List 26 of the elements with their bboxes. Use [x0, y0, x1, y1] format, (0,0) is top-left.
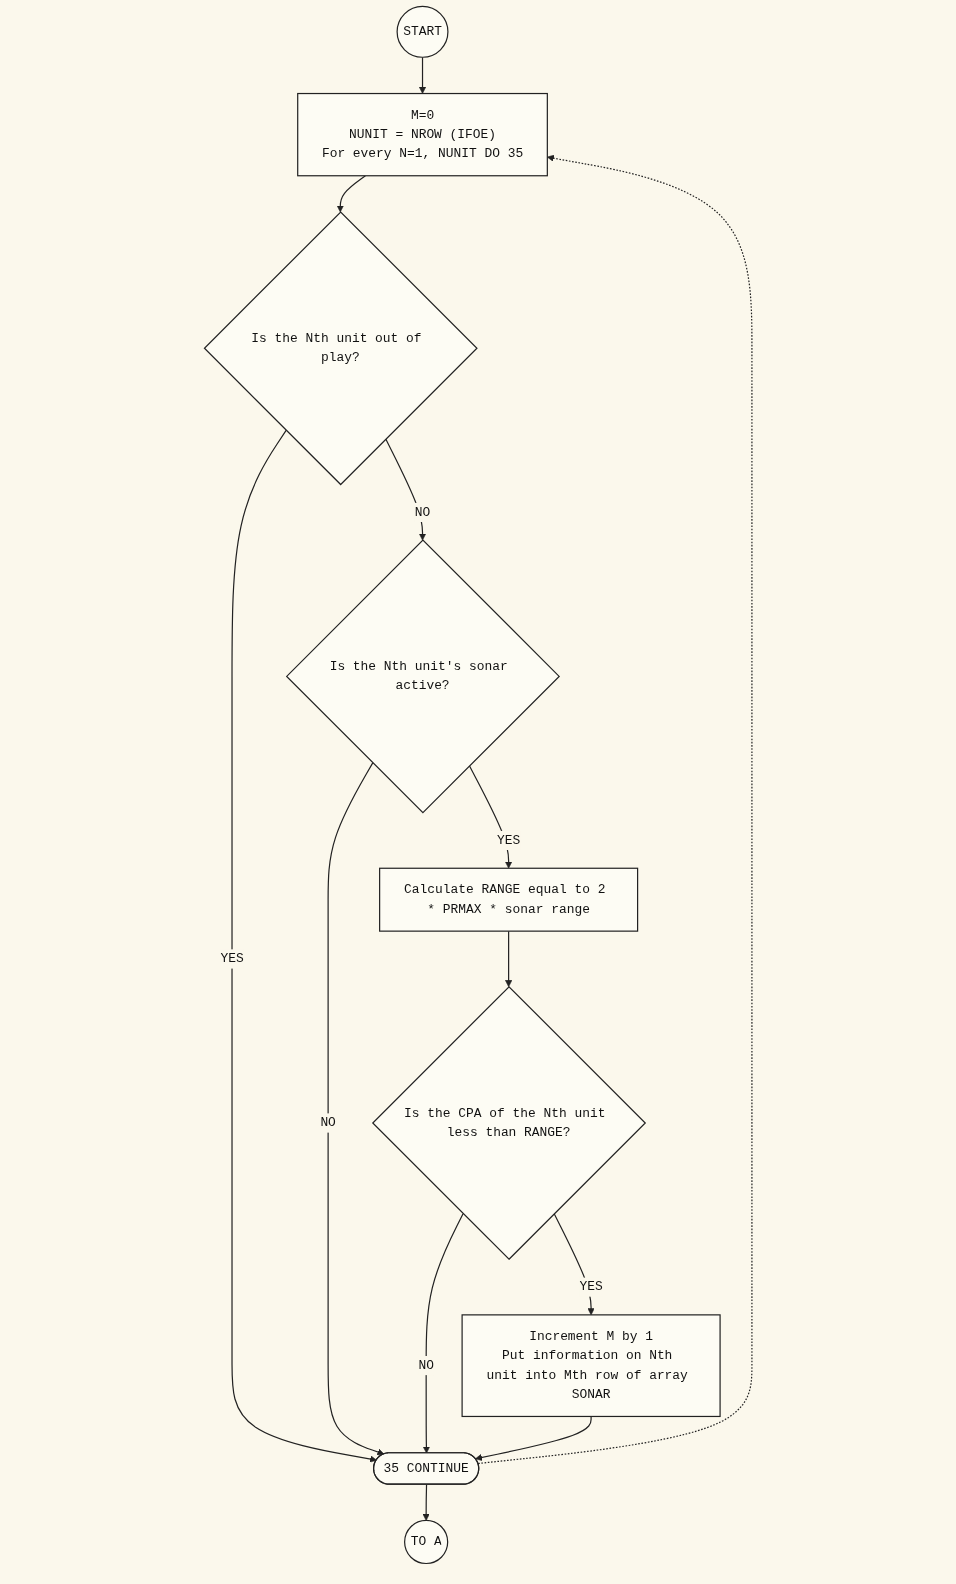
node-diamond: Is the CPA of the Nth unit less than RANGE? [371, 985, 646, 1261]
arrow [231, 429, 377, 1463]
edge-label: YES [220, 951, 244, 967]
node-circle: START [396, 5, 449, 58]
arrow [504, 930, 512, 988]
arrow [327, 762, 385, 1456]
arrow [336, 175, 366, 213]
arrow [385, 438, 426, 541]
arrow [418, 56, 426, 94]
node-box: M=0 NUNIT = NROW (IFOE) For every N=1, NUNIT DO 35 [296, 92, 548, 177]
arrow [422, 1483, 430, 1521]
node-diamond: Is the Nth unit's sonar active? [285, 539, 560, 814]
edge-label: NO [418, 1358, 434, 1373]
edge-label: YES [579, 1279, 603, 1295]
edge-label: NO [414, 505, 431, 520]
edge-label: YES [496, 833, 521, 848]
node-diamond: Is the Nth unit out of play? [203, 211, 478, 486]
arrow [468, 765, 512, 869]
edge-label: NO [320, 1115, 336, 1131]
node-box: Increment M by 1 Put information on Nth unit into Mth row of array SONAR [461, 1314, 721, 1418]
arrow [477, 154, 753, 1465]
node-circle: TO A [403, 1519, 449, 1565]
arrow [474, 1415, 592, 1461]
node-box: Calculate RANGE equal to 2 * PRMAX * sonar range [378, 867, 639, 932]
arrow [553, 1213, 595, 1316]
arrow [422, 1213, 464, 1454]
